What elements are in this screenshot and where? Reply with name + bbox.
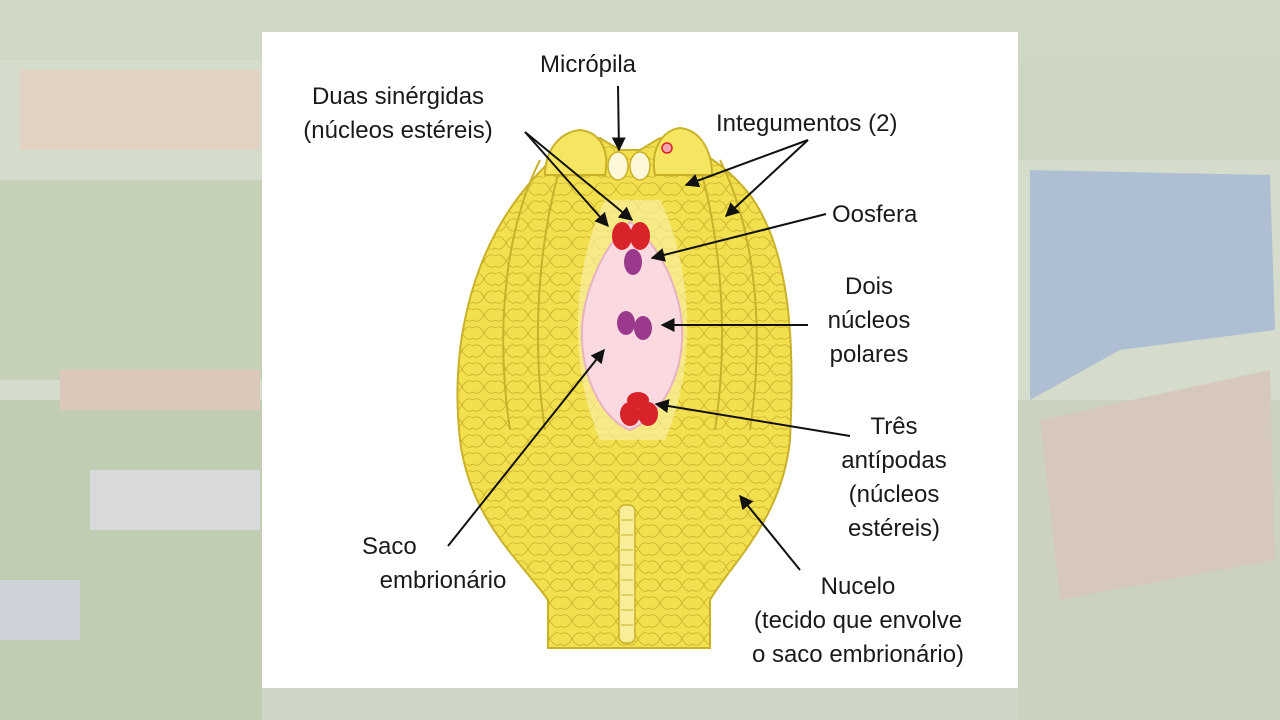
- polar-nucleus: [634, 316, 652, 340]
- ovule-body: [456, 126, 793, 649]
- vascular-strand: [618, 504, 636, 644]
- label-micropila: Micrópila: [540, 51, 637, 78]
- arrow-integumento-1: [684, 139, 809, 188]
- label-nucleos-polares: Dois núcleos polares: [827, 273, 911, 368]
- arrow-sinergida-1: [524, 131, 609, 228]
- antipodal-cell: [620, 402, 640, 426]
- micropyle-left: [607, 151, 629, 181]
- polar-nucleus: [617, 311, 635, 335]
- arrow-oosfera: [650, 213, 827, 262]
- arrow-micropila: [611, 85, 626, 152]
- integument-tip-right: [652, 126, 714, 176]
- synergid-cell: [612, 222, 632, 250]
- label-sinergidas: Duas sinérgidas (núcleos estéreis): [303, 83, 493, 144]
- arrow-nucelo: [739, 494, 801, 571]
- arrow-sinergida-2: [524, 131, 634, 221]
- label-antipodas: Três antípodas (núcleos estéreis): [841, 413, 947, 542]
- label-nucelo: Nucelo (tecido que envolve o saco embrio…: [751, 573, 965, 668]
- antipodal-cell: [638, 402, 658, 426]
- arrow-integumento-2: [724, 139, 809, 217]
- integument-tip-left: [543, 128, 608, 176]
- arrow-saco: [447, 348, 605, 547]
- synergid-cell: [630, 222, 650, 250]
- oosfera-cell: [624, 249, 642, 275]
- label-arrows: [447, 85, 851, 571]
- label-integumentos: Integumentos (2): [716, 110, 898, 137]
- label-oosfera: Oosfera: [832, 201, 918, 228]
- arrow-antipodas: [654, 399, 851, 437]
- micropyle-right: [629, 151, 651, 181]
- label-saco-embrionario: Saco embrionário: [362, 533, 507, 594]
